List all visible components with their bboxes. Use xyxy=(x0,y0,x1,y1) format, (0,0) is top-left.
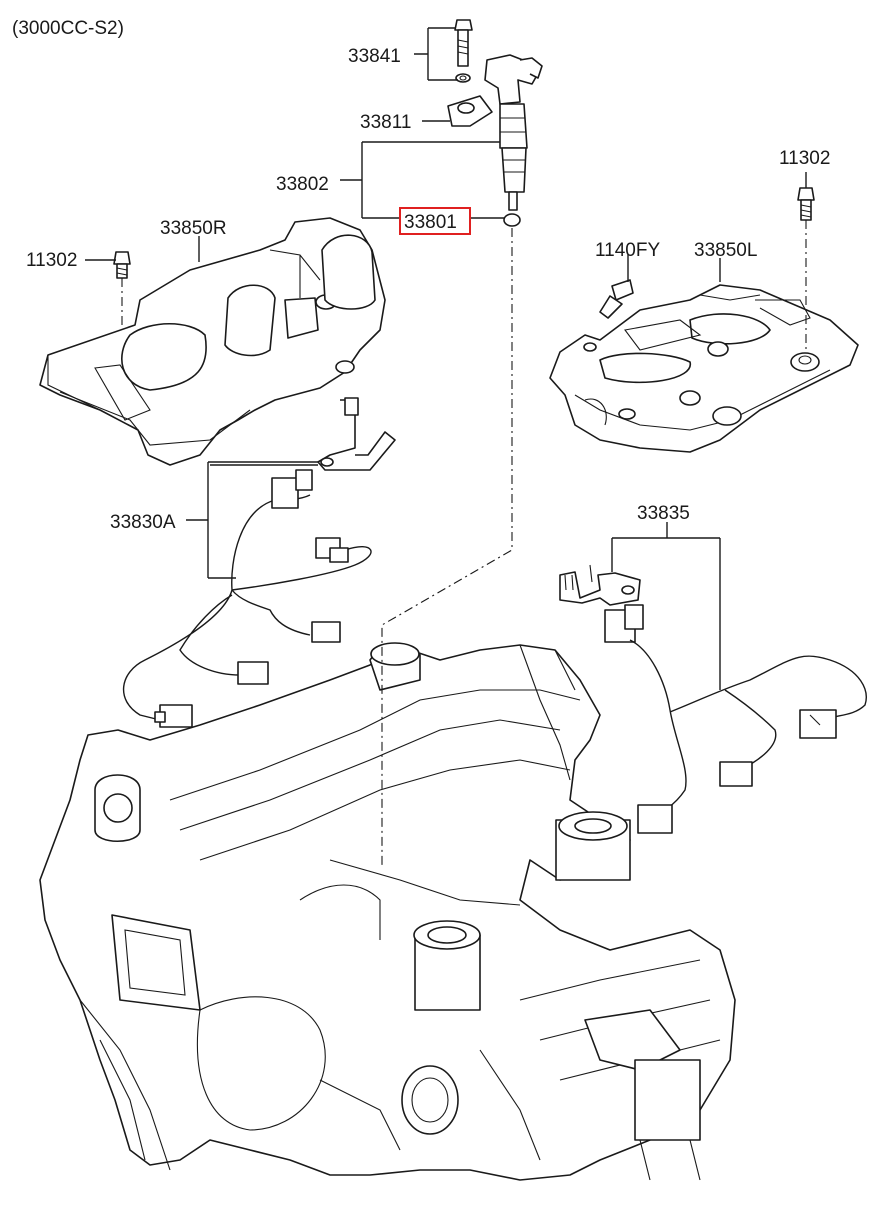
connector-r1 xyxy=(799,709,837,739)
connector-r3 xyxy=(637,804,673,834)
wiring-harness-33830A xyxy=(123,397,396,728)
engine-cover-33850L xyxy=(549,284,859,453)
bolt-1140FY xyxy=(599,254,634,319)
label-33801: 33801 xyxy=(404,212,457,233)
label-33835: 33835 xyxy=(637,503,690,524)
connector-r2 xyxy=(719,761,753,787)
label-33850R: 33850R xyxy=(160,218,227,239)
label-33841: 33841 xyxy=(348,46,401,67)
wiring-harness-33835 xyxy=(559,564,867,834)
variant-label: (3000CC-S2) xyxy=(12,18,124,39)
label-11302-left: 11302 xyxy=(26,250,77,271)
engine-block xyxy=(39,642,736,1181)
label-1140FY: 1140FY xyxy=(595,240,660,261)
highlight-box-33801 xyxy=(399,207,471,235)
connector-3 xyxy=(311,621,341,643)
label-33830A: 33830A xyxy=(110,512,176,533)
connector-4 xyxy=(237,661,269,685)
label-33811: 33811 xyxy=(360,112,411,133)
part-labels: 33841 33811 33802 33801 33850R 11302 113… xyxy=(26,46,830,533)
leader-lines xyxy=(186,27,721,690)
bolt-11302-left xyxy=(85,251,131,330)
label-11302-right: 11302 xyxy=(779,148,830,169)
label-33802: 33802 xyxy=(276,174,329,195)
injector-assembly xyxy=(381,19,543,865)
engine-cover-33850R xyxy=(39,217,386,466)
o-ring-33801 xyxy=(503,213,521,227)
connector-1 xyxy=(271,477,299,509)
bolt-11302-right xyxy=(797,172,815,352)
label-33850L: 33850L xyxy=(694,240,757,261)
